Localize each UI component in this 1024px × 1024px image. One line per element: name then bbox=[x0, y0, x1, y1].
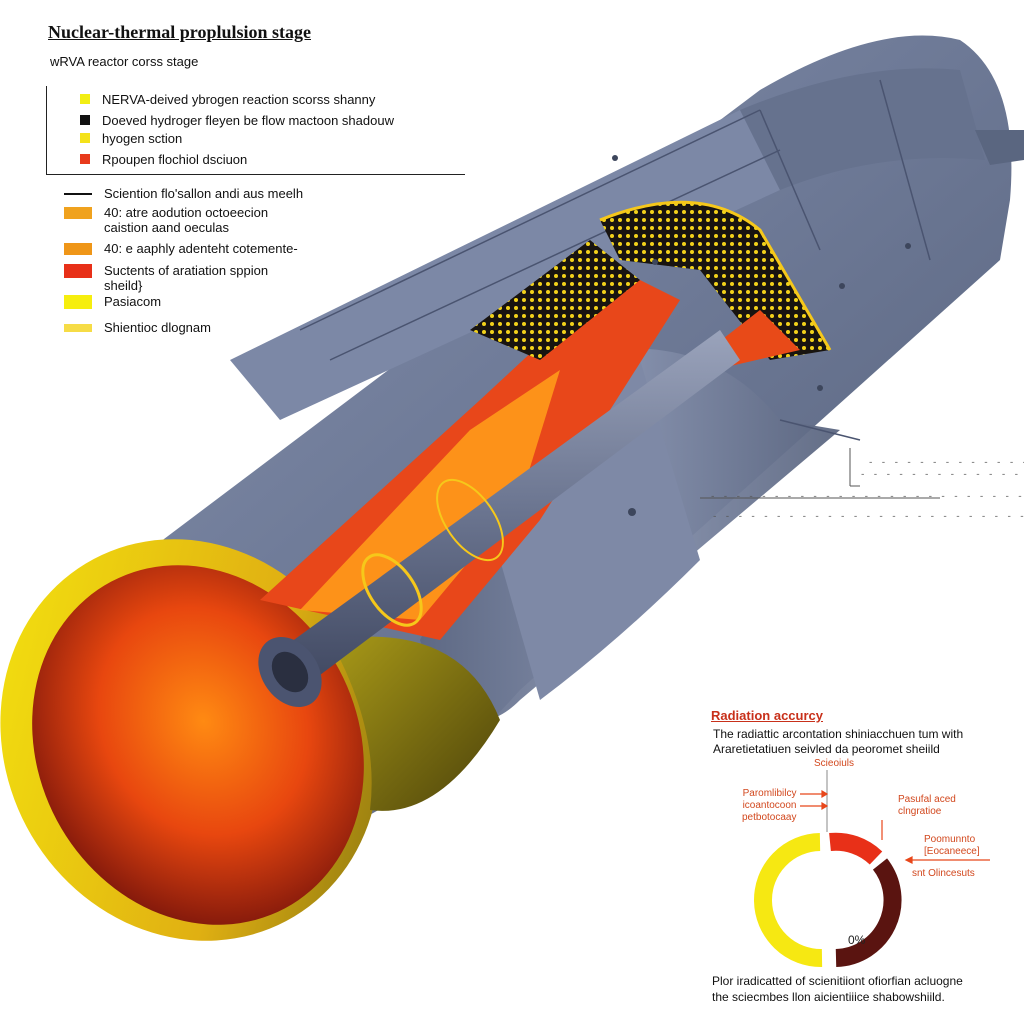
radiation-ring-chart: 0% bbox=[754, 770, 990, 968]
ring-percent-label: 0% bbox=[848, 933, 866, 947]
legend-label: Suctents of aratiation sppion sheild} bbox=[104, 263, 269, 293]
radiation-annotation-left: Paromlibilcy icoantocoon petbotocaay bbox=[742, 788, 797, 823]
nozzle-inner-wall bbox=[330, 636, 500, 811]
ring-arrow-right bbox=[881, 820, 990, 864]
ring-segments bbox=[754, 832, 902, 968]
legend-swatch-orange bbox=[64, 207, 92, 219]
legend-swatch-black bbox=[80, 115, 90, 125]
radiation-annotation-right-1: Pasufal aced clngratioe bbox=[898, 794, 956, 817]
legend-label: NERVA-deived ybrogen reaction scorss sha… bbox=[102, 92, 376, 107]
radiation-annotation-right-3: snt Olincesuts bbox=[912, 868, 975, 879]
diagram-title: Nuclear-thermal proplulsion stage bbox=[48, 22, 311, 42]
radiation-annotation-right-2: Poomunnto [Eocaneece] bbox=[924, 834, 980, 857]
legend-item-hydrogen-section: hyogen sction bbox=[80, 131, 182, 146]
legend-label: Pasiacom bbox=[104, 294, 162, 309]
legend-top-frame bbox=[46, 86, 465, 175]
legend-item-pasiacom: Pasiacom bbox=[64, 294, 161, 309]
callout-label-1: - - - - - - - - - - - - - - bbox=[868, 458, 1024, 468]
reactor-core-dotted bbox=[600, 202, 830, 360]
radiation-label-top: Scieoiuls bbox=[814, 758, 855, 769]
legend-label: 40: atre aodution octoeecion caistion aa… bbox=[104, 205, 269, 235]
legend-swatch-yellow-2 bbox=[80, 133, 90, 143]
radiation-title: Radiation accurcy bbox=[711, 708, 823, 723]
legend-item-reduction-section: 40: atre aodution octoeecion caistion aa… bbox=[64, 205, 268, 235]
legend-label: 40: e aaphly adenteht cotemente- bbox=[104, 241, 298, 256]
legend-swatch-orange-2 bbox=[64, 243, 92, 255]
legend-item-propulsion-division: Rpoupen flochiol dsciuon bbox=[80, 152, 247, 167]
callout-label-4: - - - - - - - - - - - - - - - - - - - - … bbox=[712, 512, 1024, 522]
legend-label: Sciention flo'sallon andi aus meelh bbox=[104, 186, 304, 201]
diagram-subtitle: wRVA reactor corss stage bbox=[50, 54, 199, 69]
hull-seams bbox=[299, 79, 931, 441]
legend-item-cotemente: 40: e aaphly adenteht cotemente- bbox=[64, 241, 298, 256]
legend-item-schematic: Shientioc dlognam bbox=[64, 320, 211, 335]
callout-leaders bbox=[700, 448, 940, 499]
legend-swatch-pale-yellow bbox=[64, 324, 92, 332]
cutaway-dotted-layer-upper bbox=[470, 240, 640, 360]
radiation-description-line-2: Araretietatiuen seivled da peoromet shei… bbox=[713, 742, 940, 756]
legend-label: hyogen sction bbox=[102, 131, 183, 146]
legend-item-radiation-shield: Suctents of aratiation sppion sheild} bbox=[64, 263, 268, 293]
footer-caption-line-1: Plor iradicatted of scienitiiont ofiorfi… bbox=[712, 974, 963, 988]
legend-swatch-red-2 bbox=[64, 264, 92, 278]
central-shaft bbox=[258, 330, 740, 708]
legend-label: Doeved hydroger fleyen be flow mactoon s… bbox=[102, 113, 394, 128]
legend-swatch-yellow bbox=[80, 94, 90, 104]
hull-rear-flange bbox=[975, 130, 1024, 165]
radiation-description-line-1: The radiattic arcontation shiniacchuen t… bbox=[713, 727, 964, 741]
legend-swatch-line bbox=[64, 193, 92, 195]
ring-segment-red bbox=[829, 832, 883, 865]
callout-label-3: - - - - - - - - - - - - - - - - - - - - … bbox=[710, 492, 1024, 502]
footer-caption-line-2: the sciecmbes llon aicientiiice shabowsh… bbox=[712, 990, 945, 1004]
cutaway-glow bbox=[300, 370, 560, 620]
ring-arrows-left bbox=[800, 789, 829, 811]
callout-label-2: - - - - - - - - - - - - - - - - bbox=[860, 470, 1024, 480]
legend-swatch-yellow-3 bbox=[64, 295, 92, 309]
legend-swatch-red bbox=[80, 154, 90, 164]
legend-item-hydrogen-flow: Doeved hydroger fleyen be flow mactoon s… bbox=[80, 113, 394, 128]
legend-label: Shientioc dlognam bbox=[104, 320, 211, 335]
reactor-core-edge bbox=[599, 200, 832, 351]
ring-segment-dark bbox=[835, 858, 902, 967]
ring-segment-yellow bbox=[754, 833, 823, 968]
hull-rear-band bbox=[740, 68, 985, 190]
legend-item-flow-line: Sciention flo'sallon andi aus meelh bbox=[64, 186, 303, 201]
legend-label: Rpoupen flochiol dsciuon bbox=[102, 152, 248, 167]
legend-item-hydrogen-reaction: NERVA-deived ybrogen reaction scorss sha… bbox=[80, 92, 375, 107]
hull-bolts bbox=[612, 155, 911, 516]
